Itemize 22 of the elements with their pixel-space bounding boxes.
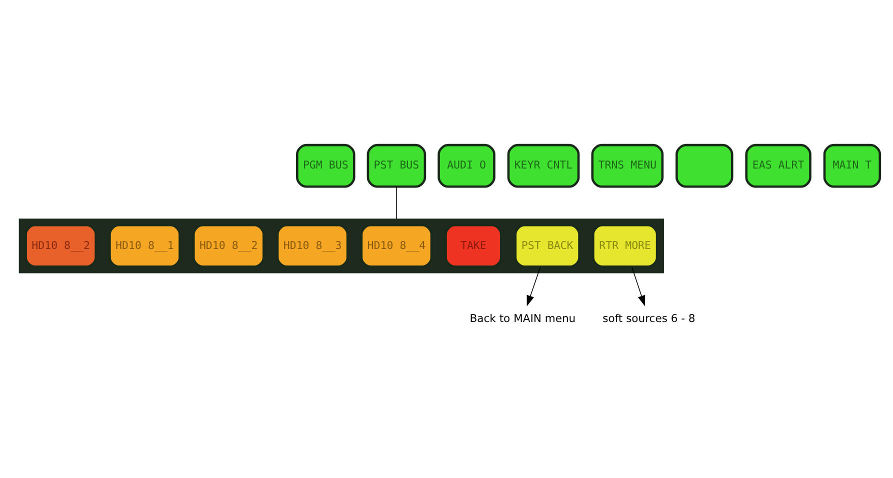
node-box: PST BUS — [366, 144, 426, 188]
node-box: HD10 8__4 — [360, 224, 433, 268]
node-box: MAIN T — [823, 144, 882, 188]
node-box: HD10 8__2 — [24, 224, 97, 268]
arrow — [526, 266, 541, 306]
node-box: HD10 8__3 — [276, 224, 349, 268]
arrow — [632, 266, 646, 306]
node-box: EAS ALRT — [745, 144, 812, 188]
node-box: TRNS MENU — [591, 144, 664, 188]
node-box — [676, 144, 734, 188]
connector — [396, 186, 397, 220]
node-box: HD10 8__1 — [108, 224, 181, 268]
node-box: AUDI O — [438, 144, 496, 188]
node-text: soft sources 6 - 8 — [602, 312, 696, 325]
node-box: KEYR CNTL — [507, 144, 580, 188]
cluster — [18, 218, 664, 274]
node-text: Back to MAIN menu — [470, 312, 576, 325]
node-box: HD10 8__2 — [192, 224, 265, 268]
node-box: TAKE — [444, 224, 502, 268]
node-box: RTR MORE — [592, 224, 658, 268]
node-box: PGM BUS — [296, 144, 356, 188]
node-box: PST BACK — [514, 224, 580, 268]
